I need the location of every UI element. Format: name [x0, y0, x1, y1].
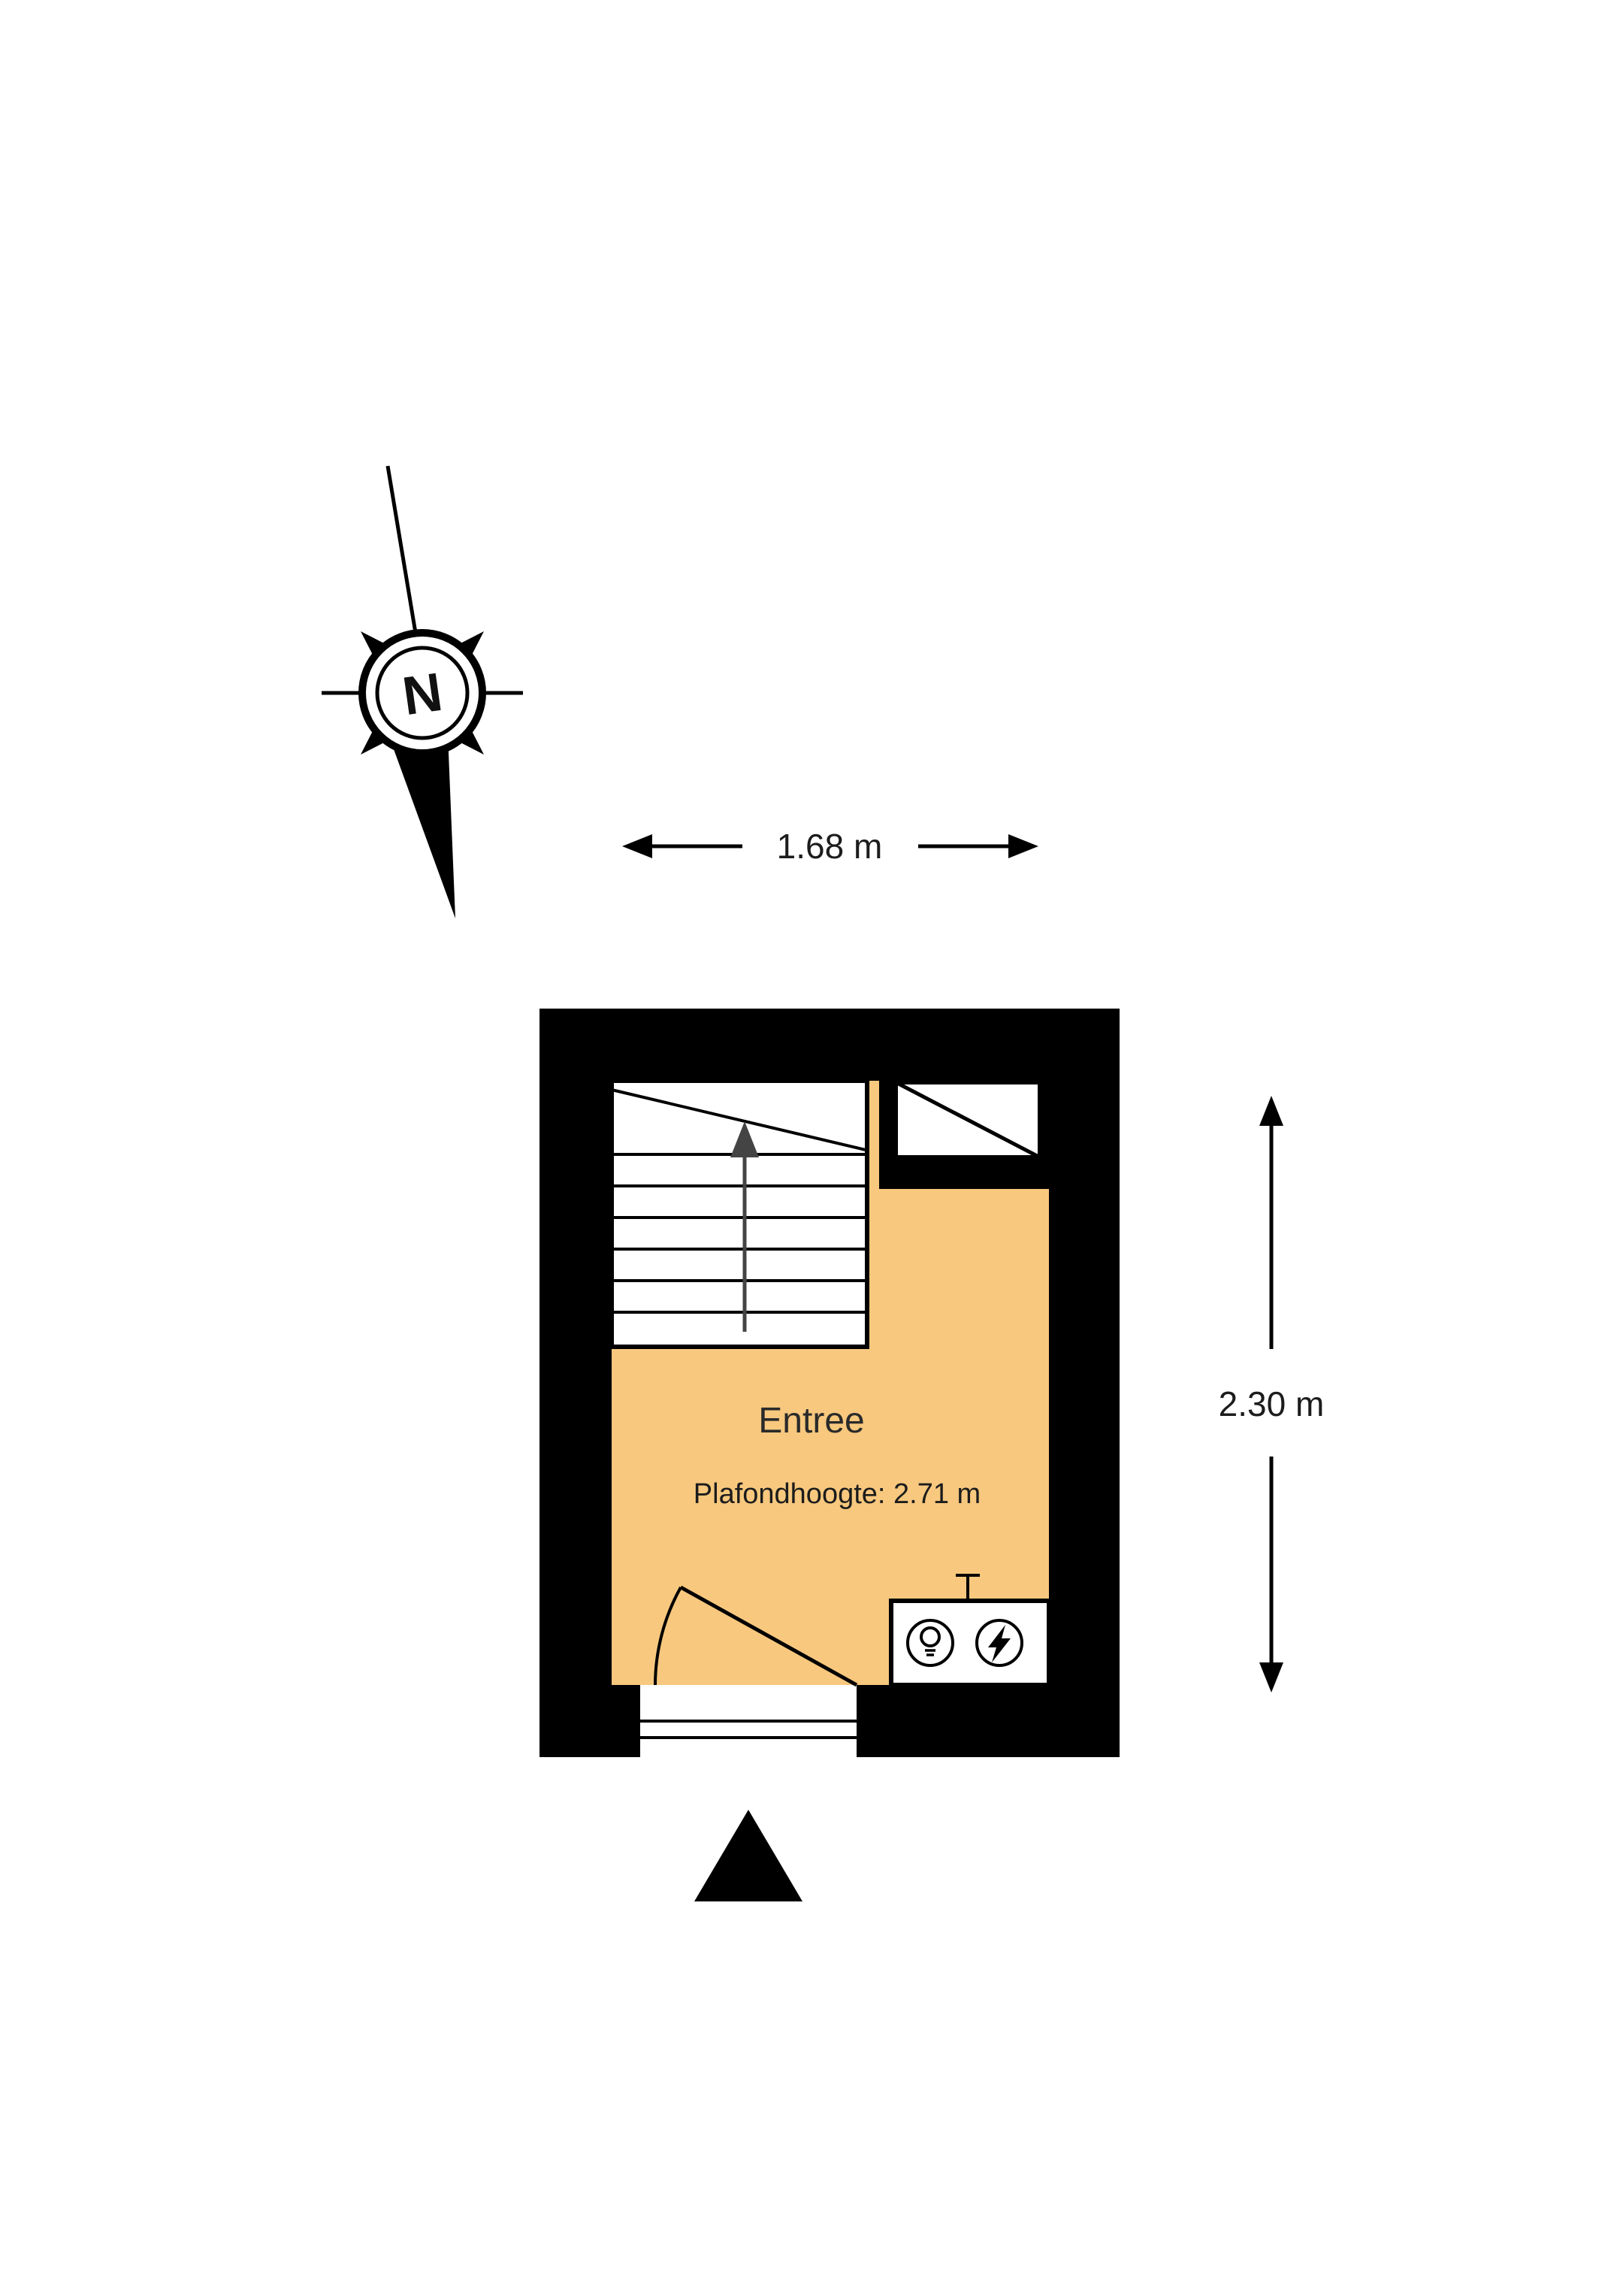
stairs — [609, 1078, 869, 1349]
niche-diagonal — [894, 1080, 1041, 1160]
height-dimension-label: 2.30 m — [1219, 1384, 1325, 1423]
floorplan: Entree Plafondhoogte: 2.71 m — [539, 1009, 1120, 1757]
entrance-door — [634, 1585, 863, 1757]
width-dimension: 1.68 m — [622, 827, 1038, 866]
room-name-label: Entree — [758, 1401, 864, 1441]
door-leaf — [679, 1585, 858, 1687]
compass: N — [322, 465, 523, 918]
height-dimension: 2.30 m — [1219, 1096, 1325, 1693]
stairs-up-arrow-icon — [730, 1121, 759, 1157]
compass-outer-ring — [358, 629, 486, 757]
ceiling-height-label: Plafondhoogte: 2.71 m — [694, 1478, 981, 1510]
arrow-down-icon — [1259, 1662, 1283, 1693]
entrance-triangle-icon — [694, 1810, 802, 1901]
compass-north-label: N — [399, 662, 446, 727]
stairs-break-line — [611, 1088, 866, 1151]
compass-south-spike — [391, 735, 455, 918]
arrow-left-icon — [622, 834, 652, 858]
compass-north-line — [385, 465, 422, 656]
lightning-icon — [988, 1625, 1011, 1662]
arrow-right-icon — [1008, 834, 1038, 858]
light-circle — [906, 1619, 954, 1667]
width-dimension-label: 1.68 m — [777, 827, 883, 866]
compass-inner-ring — [375, 646, 470, 740]
stairs-outline — [609, 1078, 869, 1349]
door-swing-arc — [654, 1587, 682, 1686]
meter-cupboard — [889, 1574, 1051, 1687]
arrow-up-icon — [1259, 1096, 1283, 1126]
light-bulb-icon — [920, 1626, 941, 1656]
